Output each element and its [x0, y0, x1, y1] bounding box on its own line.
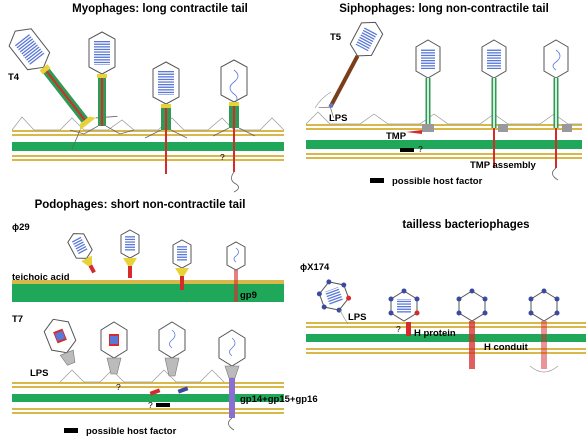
- t7-phage-3: [158, 321, 186, 377]
- legend-host-factor-top: possible host factor: [392, 176, 483, 187]
- legend-host-factor-swatch-bottom: [64, 428, 78, 433]
- t7-host-factor-marker: [156, 403, 170, 407]
- t7-phage-2: [100, 321, 128, 375]
- t4-phage-empty: [212, 59, 256, 193]
- phix174-label: ϕX174: [300, 262, 330, 273]
- t7-ejected-protein-red: [149, 388, 161, 396]
- siphophages-panel: Siphophages: long non-contractile tail T…: [305, 3, 582, 187]
- tailless-title: tailless bacteriophages: [402, 219, 529, 231]
- t7-phage-1: [43, 318, 77, 366]
- siphophage-empty: [543, 39, 572, 181]
- tailless-lps-label: LPS: [348, 312, 366, 323]
- h-protein-label: H protein: [414, 328, 456, 339]
- legend-host-factor-bottom: possible host factor: [86, 426, 177, 437]
- gp-complex-label: gp14+gp15+gp16: [240, 394, 318, 405]
- tmp-label: TMP: [386, 131, 407, 142]
- t7-membranes: [12, 382, 284, 414]
- legend-host-factor-swatch-top: [370, 178, 384, 183]
- t4-phage-contracted: [144, 61, 188, 174]
- t7-ejected-protein-blue: [177, 386, 189, 394]
- t7-question-mark-1: ?: [116, 382, 121, 392]
- h-protein-marker: [406, 322, 411, 336]
- gp9-label: gp9: [240, 290, 257, 301]
- t4-phage-attached: [69, 31, 135, 135]
- t5-phage-approaching: [318, 21, 384, 119]
- t7-phage-4: [218, 329, 246, 431]
- siphophages-membranes: [306, 124, 582, 159]
- lps-fringe: [11, 116, 285, 131]
- lps-strand: [314, 91, 332, 109]
- phix174-phage-2: [388, 288, 420, 322]
- myophages-membranes: [12, 130, 284, 161]
- phix174-phage-1: [316, 279, 352, 313]
- teichoic-acid-label: teichoic acid: [12, 272, 70, 283]
- sipho-question-mark: ?: [418, 144, 423, 154]
- phi29-phage-1: [67, 233, 96, 274]
- lps-fringe: [59, 369, 225, 383]
- t7-label: T7: [12, 314, 23, 325]
- phi29-label: ϕ29: [12, 222, 30, 233]
- t7-question-mark-2: ?: [148, 400, 153, 410]
- tmp-assembly-label: TMP assembly: [470, 160, 537, 171]
- phi29-phage-2: [120, 229, 140, 278]
- myophages-panel: Myophages: long contractile tail T4: [8, 3, 285, 193]
- podophages-title: Podophages: short non-contractile tail: [35, 199, 246, 211]
- lps-strand: [339, 309, 349, 325]
- phi29-phage-3: [172, 239, 192, 290]
- t5-label: T5: [330, 32, 342, 43]
- tmp-arrow: [406, 130, 422, 134]
- siphophage-attached: [415, 39, 441, 132]
- h-conduit-label: H conduit: [484, 342, 529, 353]
- siphophages-title: Siphophages: long non-contractile tail: [339, 3, 549, 15]
- phix174-phage-empty: [528, 288, 560, 373]
- tailless-membranes: [306, 322, 586, 354]
- phix174-phage-3: [456, 288, 488, 369]
- lps-fringe: [305, 111, 582, 125]
- gram-positive-cell-wall: [12, 284, 284, 302]
- t7-lps-label: LPS: [30, 368, 48, 379]
- host-factor-marker: [400, 148, 414, 152]
- myophages-title: Myophages: long contractile tail: [72, 3, 248, 15]
- sipho-lps-label: LPS: [329, 113, 347, 124]
- siphophage-tmp-assembly: [481, 39, 508, 168]
- phi29-phage-empty: [226, 241, 246, 302]
- t4-label: T4: [8, 72, 20, 83]
- tailless-question-mark: ?: [396, 324, 401, 334]
- podophages-panel: Podophages: short non-contractile tail ϕ…: [12, 199, 318, 437]
- myophages-question-mark: ?: [220, 152, 225, 162]
- tailless-panel: tailless bacteriophages ϕX174 LPS: [300, 219, 586, 373]
- t4-phage-approaching: [8, 28, 118, 150]
